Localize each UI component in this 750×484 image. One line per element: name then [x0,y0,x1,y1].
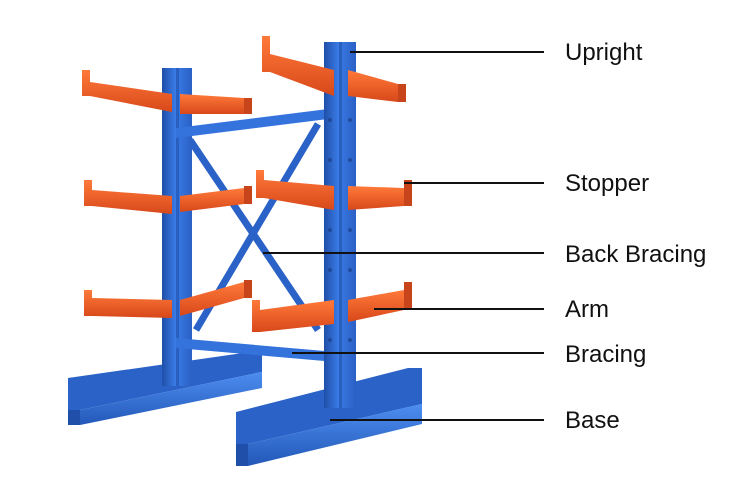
leader-lines [263,51,544,421]
label-stopper: Stopper [565,170,650,197]
label-back-bracing: Back Bracing [565,241,707,268]
label-base: Base [565,407,620,434]
label-arm: Arm [565,296,609,323]
upright-front [324,42,356,408]
label-bracing: Bracing [565,341,647,368]
arms-front-upright [252,36,412,332]
arms-back-upright [82,70,252,318]
bracing-bottom [176,338,336,362]
bracing-top [176,108,336,138]
upright-back [162,68,192,386]
label-upright: Upright [565,39,643,66]
